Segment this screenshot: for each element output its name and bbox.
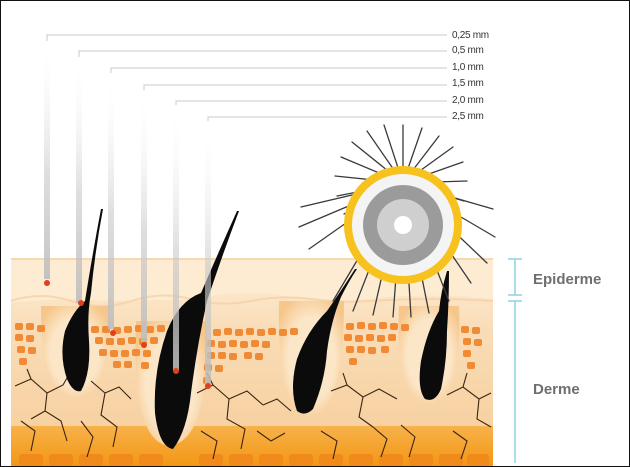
depth-label-5: 2,0 mm <box>452 95 484 106</box>
epidermis-label: Epiderme <box>533 271 601 288</box>
label-leaders <box>47 35 447 121</box>
depth-label-2: 0,5 mm <box>452 45 484 56</box>
depth-label-4: 1,5 mm <box>452 78 484 89</box>
depth-label-6: 2,5 mm <box>452 111 484 122</box>
depth-label-1: 0,25 mm <box>452 30 489 41</box>
dermis-label: Derme <box>533 381 580 398</box>
layer-bracket <box>508 259 522 463</box>
depth-label-3: 1,0 mm <box>452 62 484 73</box>
